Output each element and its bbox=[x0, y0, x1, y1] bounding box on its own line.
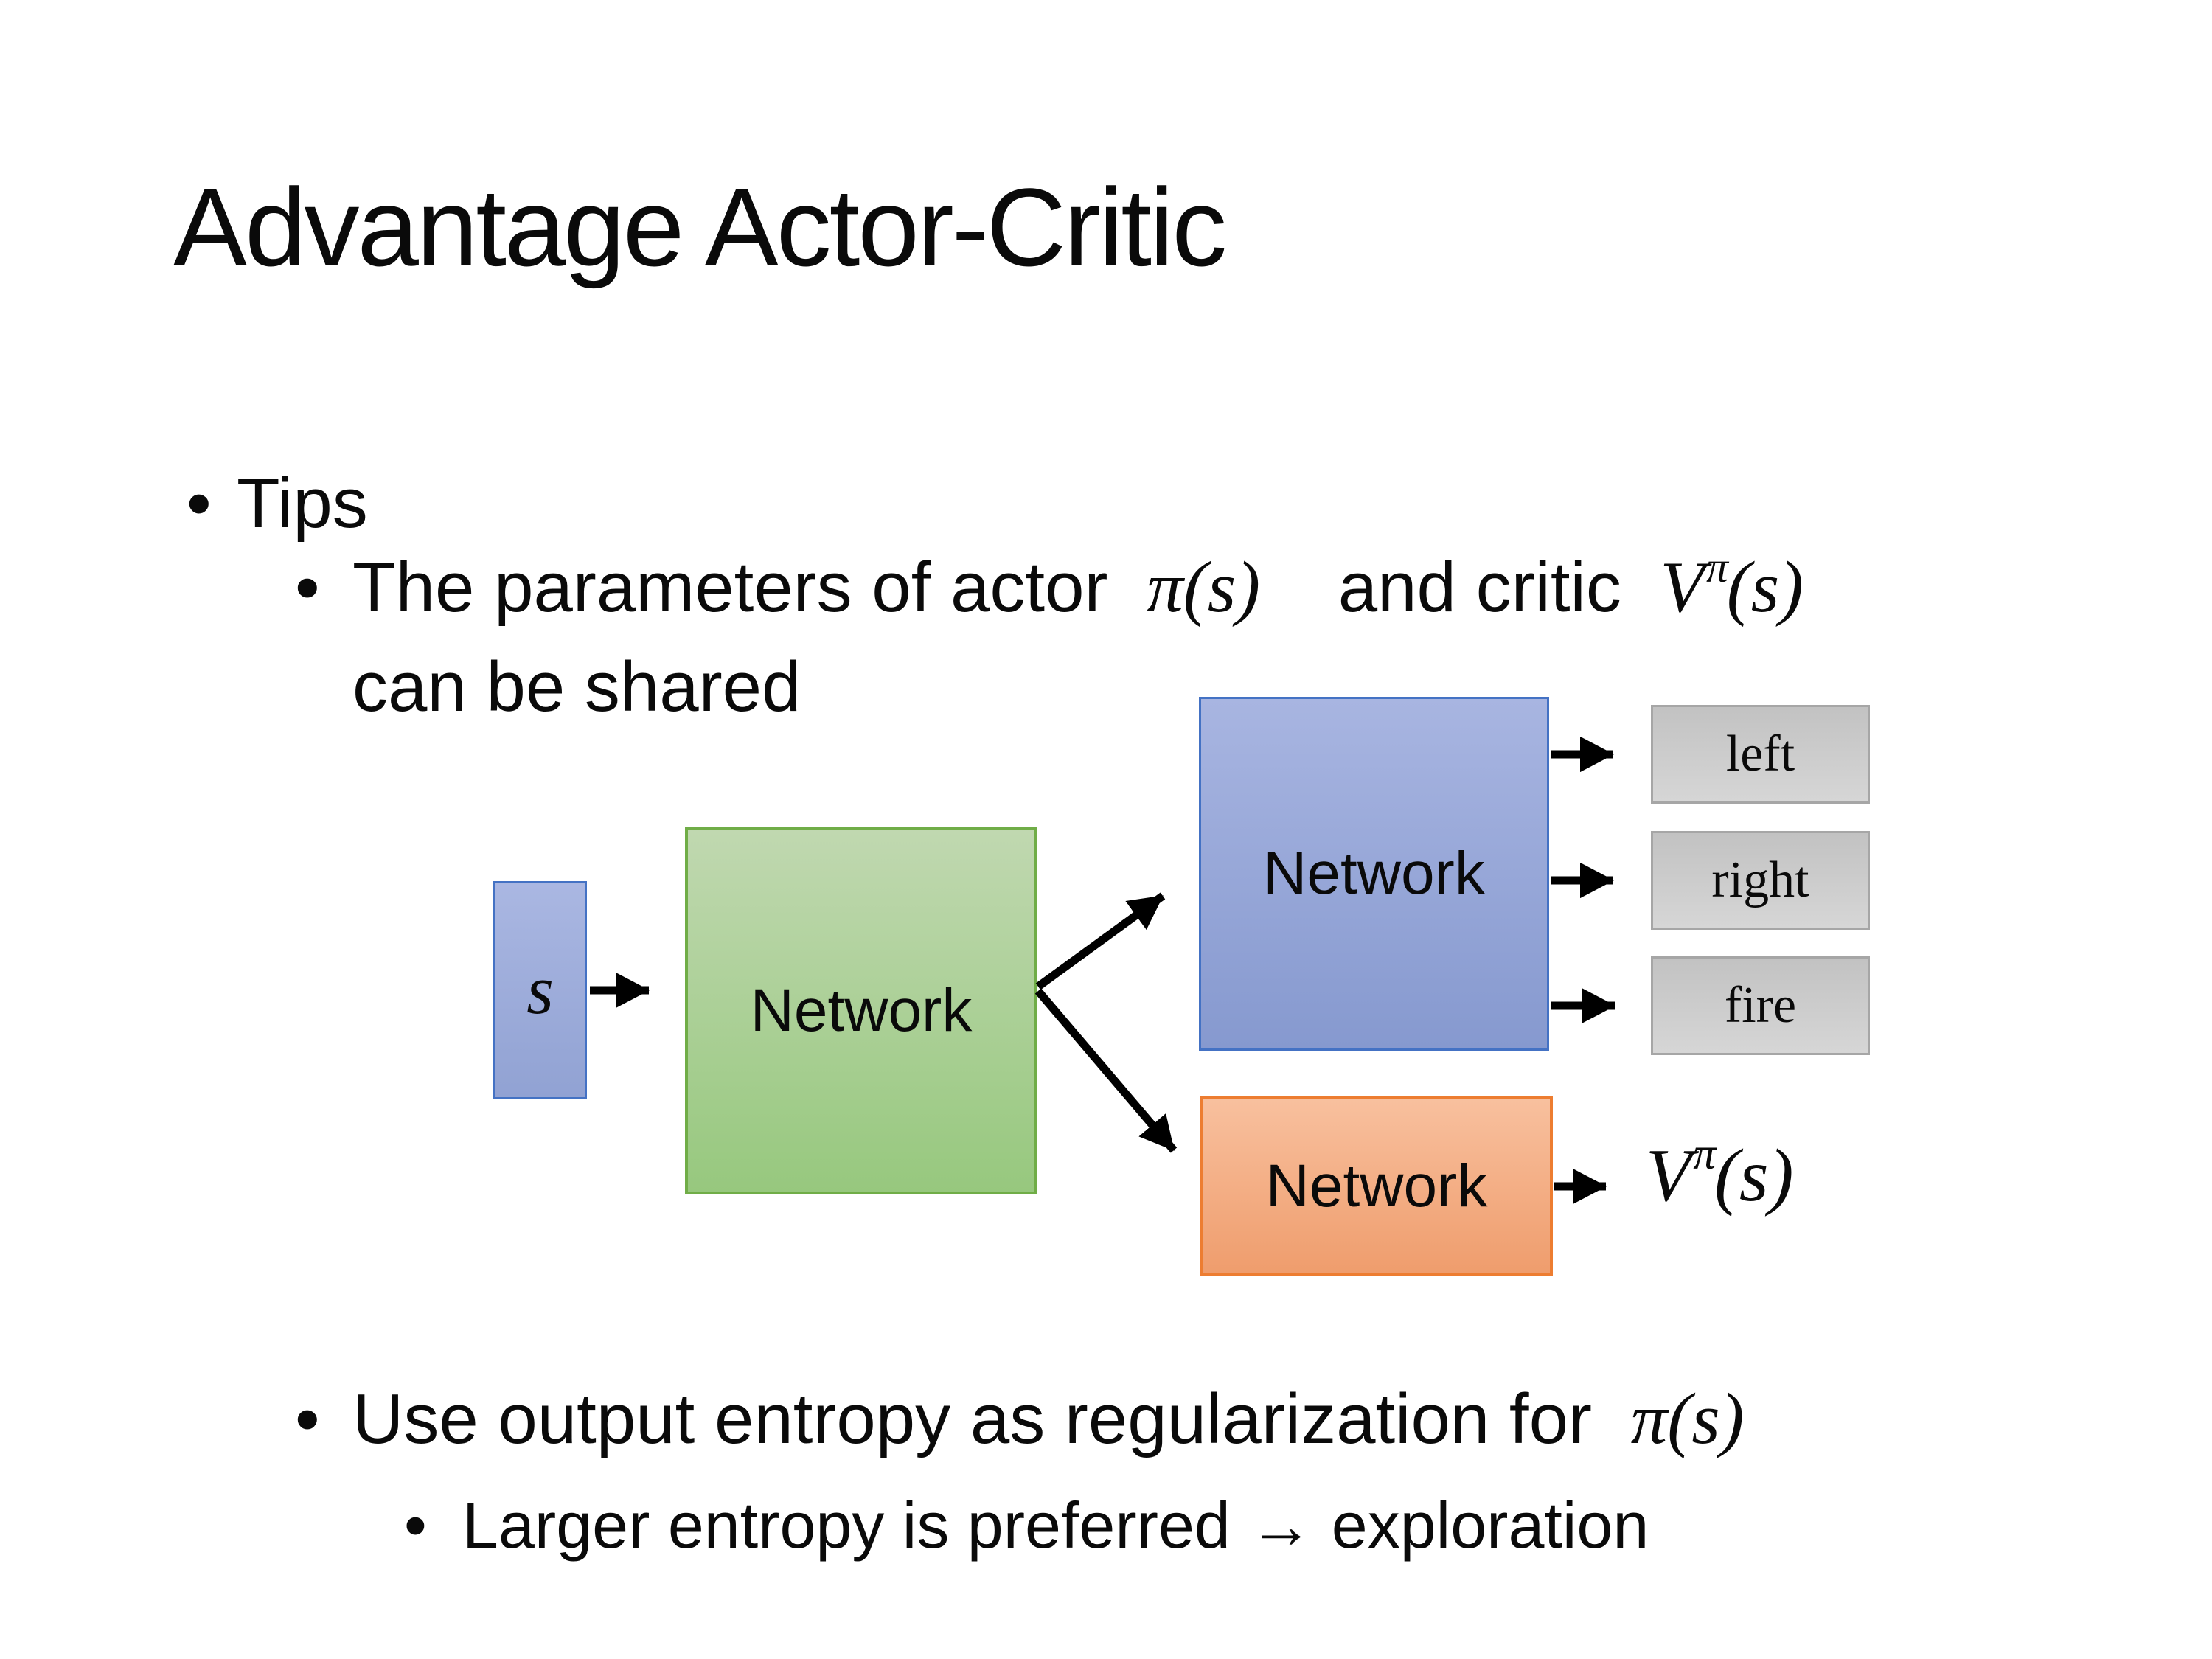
page-title: Advantage Actor-Critic bbox=[173, 165, 1227, 289]
actor-network-box: Network bbox=[1199, 697, 1549, 1051]
critic-network-label: Network bbox=[1265, 1152, 1488, 1220]
shared-network-label: Network bbox=[750, 977, 973, 1044]
shared-network-box: Network bbox=[685, 827, 1037, 1194]
bullet-shared-params-line2: can be shared bbox=[352, 647, 801, 726]
bullet-shared-params-line1: • The parameters of actor π(s) and critic Vπ… bbox=[295, 543, 1804, 629]
shared-params-text-mid: and critic bbox=[1338, 548, 1621, 627]
bullet-exploration: • Larger entropy is preferred → explorati… bbox=[404, 1488, 1649, 1563]
critic-value-math: Vπ(s) bbox=[1660, 543, 1804, 627]
value-superscript: π bbox=[1693, 1129, 1716, 1179]
actor-policy-math: π(s) bbox=[1147, 547, 1261, 627]
bullet-entropy: • Use output entropy as regularization fo… bbox=[295, 1377, 1745, 1461]
arrow-shared-to-critic bbox=[1034, 988, 1178, 1153]
shared-params-text-pre: The parameters of actor bbox=[352, 548, 1108, 627]
bullet-icon: • bbox=[295, 548, 320, 627]
bullet-icon: • bbox=[187, 464, 212, 543]
tips-label: Tips bbox=[237, 464, 368, 543]
exploration-text: Larger entropy is preferred → exploratio… bbox=[462, 1489, 1649, 1562]
value-superscript: π bbox=[1706, 543, 1728, 592]
arrow-shared-to-actor bbox=[1035, 892, 1166, 990]
bullet-tips: • Tips bbox=[187, 463, 368, 544]
actor-network-label: Network bbox=[1263, 840, 1485, 907]
value-args: (s) bbox=[1714, 1134, 1794, 1217]
action-label-fire: fire bbox=[1724, 977, 1797, 1034]
value-args: (s) bbox=[1726, 547, 1804, 627]
entropy-text-pre: Use output entropy as regularization for bbox=[352, 1380, 1592, 1458]
action-label-right: right bbox=[1711, 852, 1809, 908]
value-symbol: V bbox=[1646, 1134, 1692, 1217]
bullet-icon: • bbox=[295, 1380, 320, 1458]
state-input-box: s bbox=[493, 881, 587, 1099]
action-box-left: left bbox=[1651, 705, 1870, 804]
action-box-right: right bbox=[1651, 831, 1870, 930]
critic-network-box: Network bbox=[1200, 1096, 1553, 1276]
action-label-left: left bbox=[1725, 726, 1795, 782]
state-label: s bbox=[526, 952, 554, 1029]
value-output-label: Vπ(s) bbox=[1646, 1129, 1794, 1219]
bullet-icon: • bbox=[404, 1489, 427, 1562]
action-box-fire: fire bbox=[1651, 956, 1870, 1055]
policy-math: π(s) bbox=[1630, 1379, 1745, 1459]
value-symbol: V bbox=[1660, 547, 1705, 627]
